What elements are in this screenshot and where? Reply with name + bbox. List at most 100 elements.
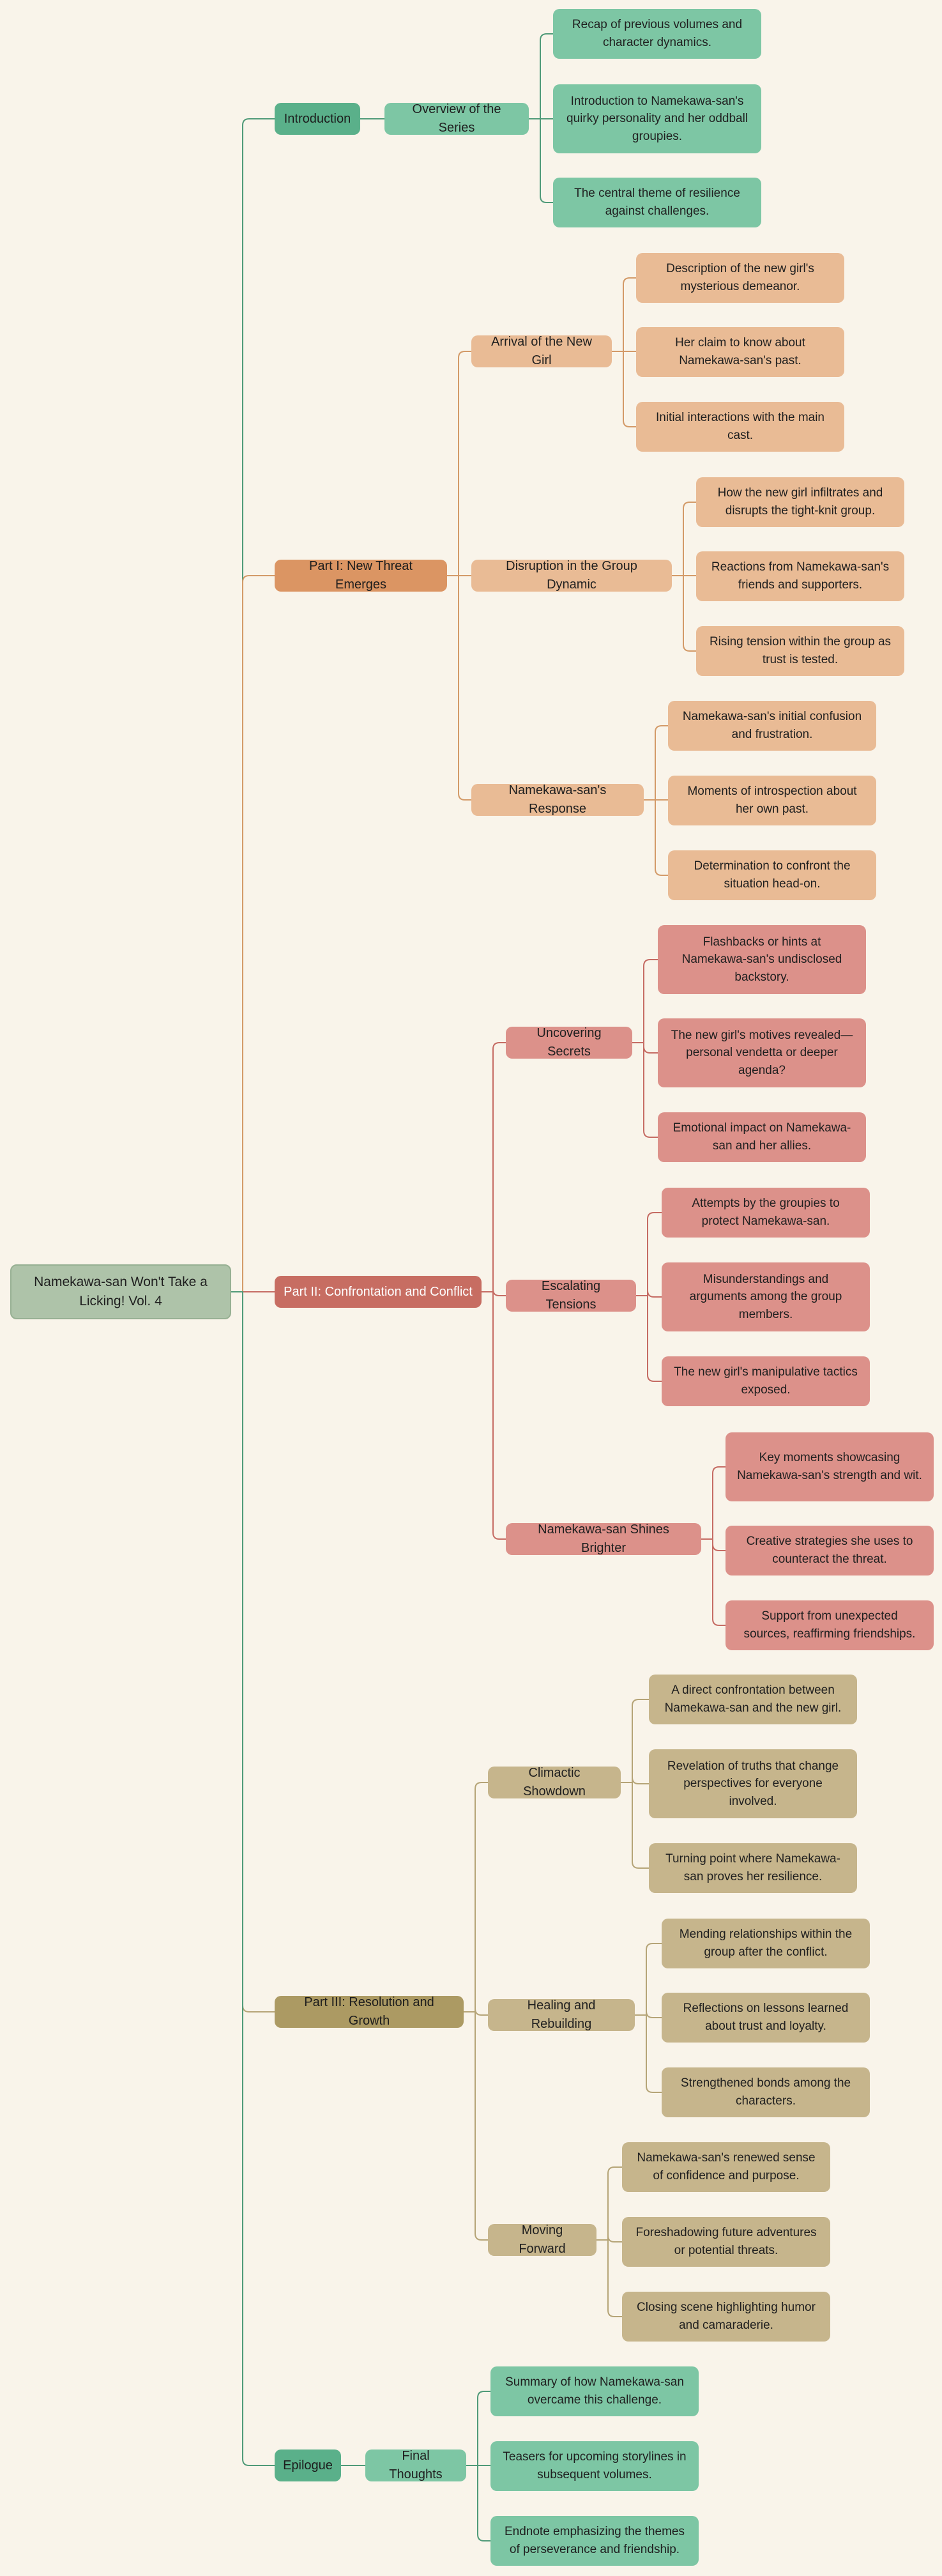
connector-line	[466, 2465, 490, 2542]
detail-node: The new girl's manipulative tactics expo…	[662, 1356, 870, 1406]
branch-part-3: Part III: Resolution and Growth	[275, 1995, 464, 2028]
connector-line	[701, 1538, 725, 1626]
detail-node: Namekawa-san's initial confusion and fru…	[668, 701, 876, 751]
connector-line	[636, 1212, 662, 1296]
detail-label: Closing scene highlighting humor and cam…	[637, 2301, 816, 2332]
connector-line	[482, 1289, 506, 1296]
connector-line	[621, 1777, 649, 1784]
connector-line	[672, 575, 696, 652]
detail-node: Revelation of truths that change perspec…	[649, 1749, 857, 1818]
topic-label: Overview of the Series	[412, 102, 501, 135]
connector-line	[635, 2014, 662, 2093]
connector-line	[636, 1295, 662, 1382]
topic-label: Moving Forward	[519, 2223, 566, 2256]
detail-label: Foreshadowing future adventures or poten…	[635, 2226, 817, 2257]
connector-line	[632, 959, 658, 1043]
connector-line	[482, 1291, 506, 1540]
topic-label: Healing and Rebuilding	[527, 1998, 596, 2031]
connector-line	[596, 2239, 622, 2317]
connector-line	[596, 2235, 622, 2242]
root-label: Namekawa-san Won't Take a Licking! Vol. …	[34, 1274, 208, 1308]
detail-node: Namekawa-san's renewed sense of confiden…	[622, 2142, 830, 2192]
connector-line	[231, 1291, 275, 2012]
topic-node: Namekawa-san's Response	[471, 783, 644, 816]
detail-label: Endnote emphasizing the themes of persev…	[504, 2525, 685, 2556]
detail-node: How the new girl infiltrates and disrupt…	[696, 477, 904, 527]
detail-node: Summary of how Namekawa-san overcame thi…	[490, 2366, 699, 2416]
connector-line	[612, 277, 636, 352]
branch-label: Part III: Resolution and Growth	[304, 1995, 434, 2028]
detail-label: Support from unexpected sources, reaffir…	[743, 1609, 916, 1641]
connector-line	[464, 2008, 488, 2016]
topic-node: Climactic Showdown	[488, 1766, 621, 1798]
detail-label: Turning point where Namekawa-san proves …	[665, 1852, 840, 1883]
detail-label: Reactions from Namekawa-san's friends an…	[711, 560, 890, 592]
detail-label: Summary of how Namekawa-san overcame thi…	[505, 2375, 684, 2407]
detail-label: Attempts by the groupies to protect Name…	[692, 1197, 840, 1228]
topic-label: Arrival of the New Girl	[491, 335, 592, 367]
detail-label: Recap of previous volumes and character …	[572, 18, 743, 49]
detail-label: Description of the new girl's mysterious…	[666, 262, 814, 293]
detail-node: Endnote emphasizing the themes of persev…	[490, 2516, 699, 2566]
topic-label: Final Thoughts	[389, 2449, 443, 2481]
detail-label: Revelation of truths that change perspec…	[667, 1759, 839, 1808]
topic-node: Namekawa-san Shines Brighter	[506, 1522, 701, 1555]
detail-node: Foreshadowing future adventures or poten…	[622, 2217, 830, 2267]
connector-line	[231, 1291, 275, 2466]
connector-line	[466, 2391, 490, 2466]
detail-label: The new girl's manipulative tactics expo…	[674, 1365, 858, 1397]
detail-node: Support from unexpected sources, reaffir…	[725, 1600, 934, 1650]
detail-label: Her claim to know about Namekawa-san's p…	[675, 336, 805, 367]
connector-line	[447, 351, 471, 576]
connector-line	[632, 1042, 658, 1054]
connector-line	[529, 33, 553, 119]
detail-label: Moments of introspection about her own p…	[687, 785, 857, 816]
connector-line	[464, 2011, 488, 2241]
detail-label: Rising tension within the group as trust…	[709, 635, 892, 666]
connector-line	[529, 118, 553, 203]
topic-node: Healing and Rebuilding	[488, 1998, 635, 2031]
detail-label: Creative strategies she uses to countera…	[746, 1535, 913, 1566]
connector-line	[464, 1782, 488, 2012]
topic-label: Climactic Showdown	[523, 1766, 586, 1798]
detail-label: Emotional impact on Namekawa-san and her…	[672, 1121, 851, 1153]
connector-line	[701, 1466, 725, 1540]
detail-node: Attempts by the groupies to protect Name…	[662, 1188, 870, 1238]
detail-label: Mending relationships within the group a…	[679, 1928, 853, 1959]
branch-label: Part II: Confrontation and Conflict	[284, 1284, 473, 1299]
detail-label: Namekawa-san's initial confusion and fru…	[682, 710, 862, 741]
connector-line	[636, 1290, 662, 1298]
branch-label: Epilogue	[283, 2458, 333, 2472]
detail-label: Initial interactions with the main cast.	[655, 411, 824, 442]
connector-line	[644, 799, 668, 876]
connector-line	[635, 1943, 662, 2016]
detail-label: A direct confrontation between Namekawa-…	[664, 1683, 842, 1715]
detail-label: How the new girl infiltrates and disrupt…	[717, 486, 883, 518]
branch-part-1: Part I: New Threat Emerges	[275, 559, 447, 592]
connector-line	[632, 1042, 658, 1138]
topic-node: Uncovering Secrets	[506, 1026, 632, 1059]
topic-node: Moving Forward	[488, 2223, 596, 2256]
detail-node: Reactions from Namekawa-san's friends an…	[696, 551, 904, 601]
detail-node: Moments of introspection about her own p…	[668, 776, 876, 825]
connector-line	[644, 725, 668, 801]
branch-epilogue: Epilogue	[275, 2450, 341, 2481]
connector-line	[621, 1782, 649, 1869]
topic-node: Arrival of the New Girl	[471, 335, 612, 367]
branch-introduction: Introduction	[275, 103, 360, 135]
detail-label: Strengthened bonds among the characters.	[680, 2076, 851, 2108]
detail-node: Creative strategies she uses to countera…	[725, 1526, 934, 1575]
detail-label: Introduction to Namekawa-san's quirky pe…	[566, 94, 748, 143]
connector-line	[635, 2011, 662, 2018]
detail-node: Closing scene highlighting humor and cam…	[622, 2292, 830, 2342]
detail-label: Misunderstandings and arguments among th…	[689, 1272, 842, 1321]
detail-label: The central theme of resilience against …	[574, 187, 740, 218]
topic-node: Final Thoughts	[365, 2449, 466, 2481]
branch-part-2: Part II: Confrontation and Conflict	[275, 1276, 482, 1308]
detail-node: Rising tension within the group as trust…	[696, 626, 904, 676]
detail-node: Initial interactions with the main cast.	[636, 402, 844, 452]
branch-label: Introduction	[284, 111, 351, 126]
detail-label: The new girl's motives revealed—personal…	[671, 1028, 853, 1077]
detail-node: A direct confrontation between Namekawa-…	[649, 1675, 857, 1724]
